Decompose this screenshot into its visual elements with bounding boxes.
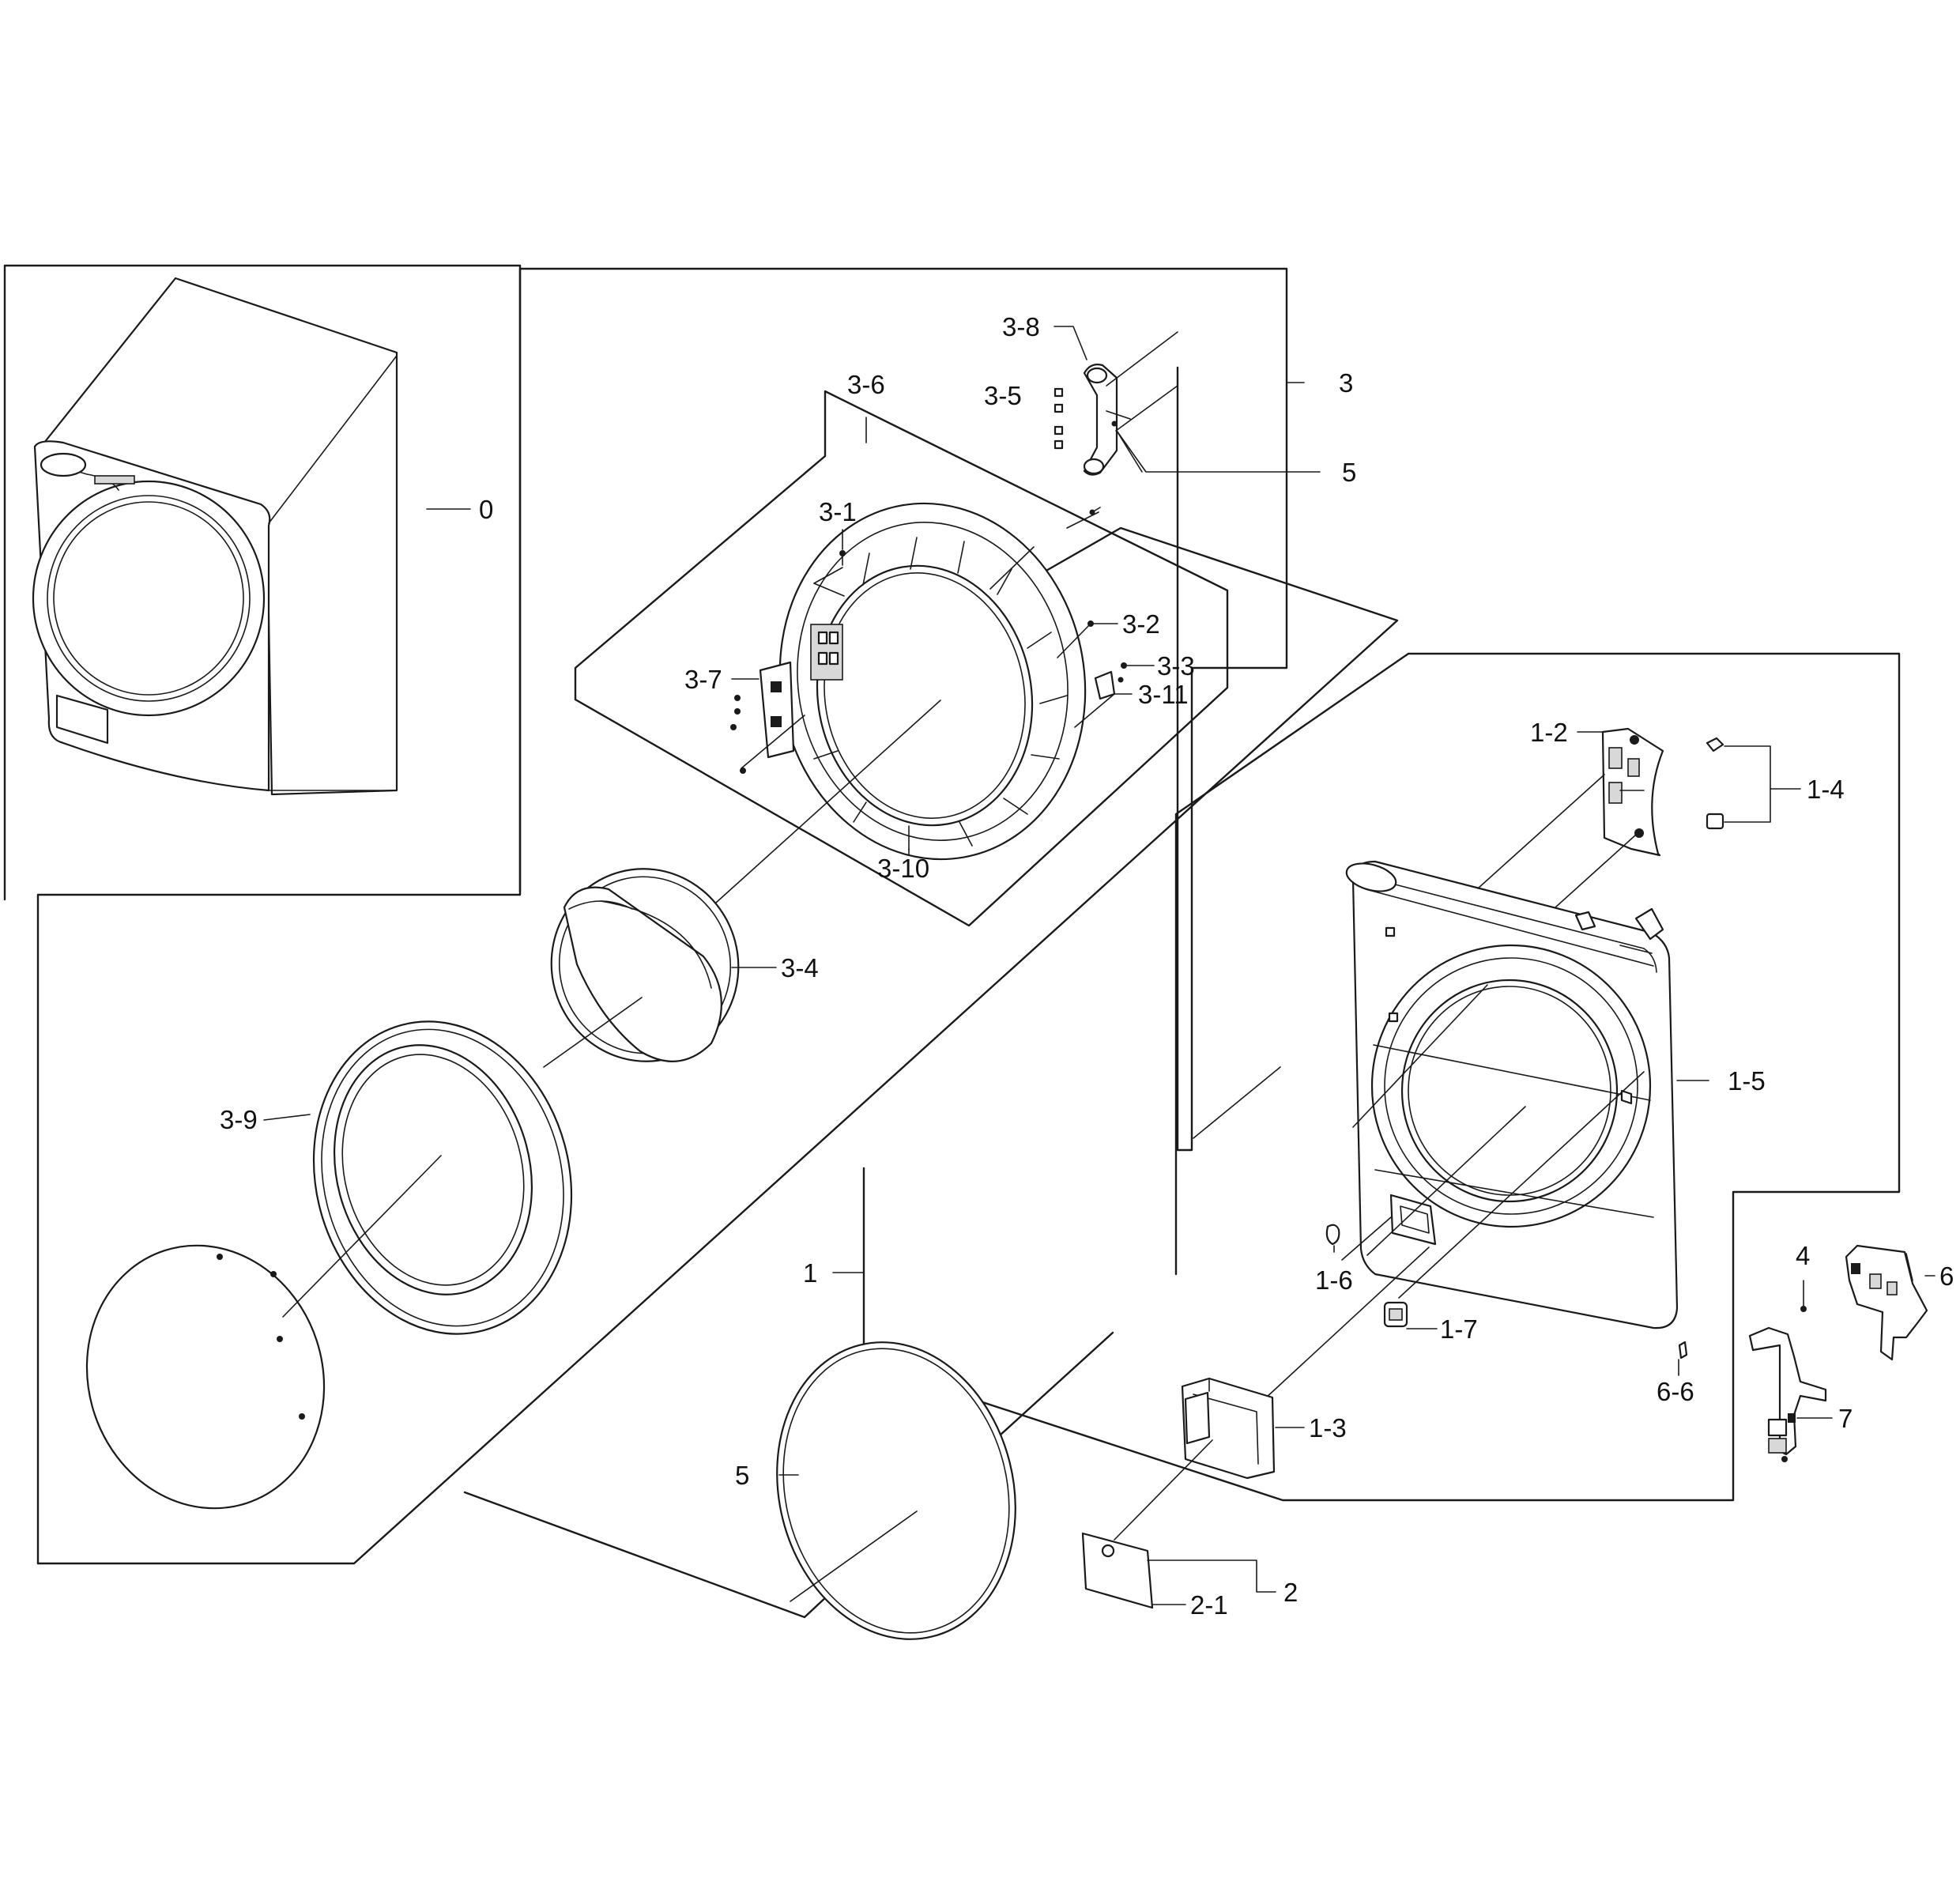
label-1-6: 1-6: [1315, 1265, 1353, 1295]
outer-door-glass: [85, 1244, 326, 1510]
label-2: 2: [1283, 1578, 1298, 1607]
label-3-3: 3-3: [1157, 651, 1195, 681]
outer-door-ring: [312, 1020, 573, 1335]
inner-door-frame: [778, 502, 1087, 861]
group-boundaries: [3, 264, 1901, 1619]
label-3-6: 3-6: [847, 370, 885, 399]
boundary-3-6: [574, 390, 1229, 927]
boundary-1: [862, 652, 1901, 1502]
label-3-5: 3-5: [984, 381, 1022, 410]
leader-lines: [263, 326, 1936, 1605]
label-4: 4: [1796, 1241, 1810, 1270]
door-latch-plate: [730, 661, 805, 774]
label-6-6: 6-6: [1657, 1377, 1694, 1406]
label-5-hinge: 5: [1342, 458, 1356, 487]
label-6: 6: [1939, 1262, 1954, 1291]
label-1: 1: [803, 1258, 817, 1288]
boundary-3-bottom: [36, 526, 1399, 1565]
filter-cover: [1081, 1532, 1154, 1609]
label-3-10: 3-10: [877, 854, 929, 883]
label-7: 7: [1838, 1404, 1853, 1433]
label-1-2: 1-2: [1530, 718, 1568, 747]
panel-small-parts: [1325, 1224, 1688, 1360]
door-alignment-lines: [282, 546, 1035, 1318]
label-1-3: 1-3: [1309, 1413, 1347, 1443]
label-5-gasket: 5: [735, 1461, 749, 1490]
switch-cover: [1845, 1244, 1928, 1361]
lint-filter-housing: [1114, 1377, 1276, 1541]
label-3-7: 3-7: [684, 665, 722, 694]
part-labels: 0 3 3-8 3-5 5 3-6 3-1 3-2 3-3 3-11 3-7 3…: [220, 312, 1954, 1620]
label-0: 0: [479, 495, 493, 524]
front-hinge-plate: [1601, 727, 1664, 857]
inner-door-glass: [550, 868, 740, 1062]
label-2-1: 2-1: [1190, 1590, 1228, 1620]
label-1-5: 1-5: [1728, 1066, 1766, 1096]
label-1-4: 1-4: [1807, 775, 1845, 804]
panel-alignment-lines: [1193, 774, 1645, 1400]
label-3-9: 3-9: [220, 1105, 258, 1134]
boundary-3: [36, 267, 1288, 1565]
dryer-complete-unit: [32, 277, 398, 796]
label-3-8: 3-8: [1002, 312, 1040, 341]
label-1-7: 1-7: [1440, 1314, 1478, 1344]
label-3-1: 3-1: [819, 497, 857, 526]
door-hinge: [1054, 331, 1178, 529]
label-3: 3: [1339, 368, 1353, 398]
door-switch-bracket: [1748, 1280, 1827, 1462]
label-3-11: 3-11: [1138, 680, 1189, 709]
label-3-2: 3-2: [1122, 609, 1160, 639]
hinge-clips: [1706, 737, 1724, 830]
front-panel: [1345, 860, 1679, 1329]
label-3-4: 3-4: [781, 953, 819, 982]
boundary-5-line: [981, 1331, 1114, 1453]
door-gasket: [776, 1341, 1016, 1640]
